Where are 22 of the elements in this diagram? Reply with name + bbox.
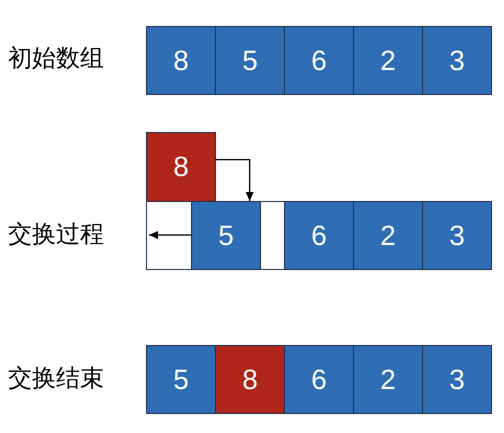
arrow (149, 231, 191, 239)
array-cell: 2 (353, 26, 423, 95)
array-cell: 8 (215, 345, 285, 414)
arrow (215, 158, 254, 201)
row-label: 初始数组 (8, 43, 104, 74)
array-cell: 5 (215, 26, 285, 95)
array-cell: 6 (284, 345, 354, 414)
array-cell: 5 (191, 201, 261, 270)
array-cell: 2 (353, 345, 423, 414)
empty-slot-box (146, 201, 192, 270)
array-cell: 6 (284, 26, 354, 95)
array-cell: 2 (353, 201, 423, 270)
array-cell: 5 (146, 345, 216, 414)
array-cell: 3 (422, 345, 492, 414)
row-label: 交换过程 (8, 219, 104, 250)
array-cell: 8 (146, 26, 216, 95)
array-cell: 8 (146, 132, 216, 202)
array-cell: 3 (422, 26, 492, 95)
empty-slot-box (260, 201, 285, 270)
array-cell: 6 (284, 201, 354, 270)
row-label: 交换结束 (8, 363, 104, 394)
array-cell: 3 (422, 201, 492, 270)
